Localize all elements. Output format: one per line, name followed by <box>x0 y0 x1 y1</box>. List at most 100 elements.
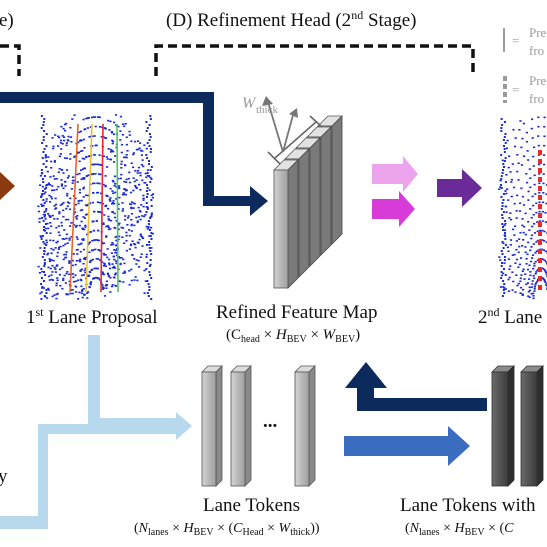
point <box>145 225 148 228</box>
point <box>121 227 125 229</box>
point <box>504 238 507 240</box>
point <box>42 163 45 165</box>
point <box>81 227 84 230</box>
point <box>117 208 120 210</box>
point <box>113 212 116 215</box>
point <box>66 177 69 179</box>
point <box>102 155 105 157</box>
point <box>41 270 44 273</box>
point <box>113 258 116 261</box>
point <box>145 253 148 256</box>
point <box>78 224 81 227</box>
point <box>53 160 56 162</box>
point <box>77 243 80 246</box>
point <box>113 202 116 205</box>
point <box>106 248 109 250</box>
point <box>106 272 109 275</box>
point <box>530 216 533 219</box>
point <box>50 247 53 250</box>
point <box>521 293 524 295</box>
point <box>82 238 85 240</box>
point <box>95 277 99 279</box>
point <box>502 272 505 275</box>
point <box>39 235 42 237</box>
point <box>47 183 50 186</box>
point <box>120 163 123 165</box>
point <box>63 139 66 142</box>
point <box>40 238 43 240</box>
point <box>521 218 524 220</box>
point <box>80 220 83 223</box>
point <box>96 201 99 203</box>
point <box>150 212 153 215</box>
point <box>52 239 55 242</box>
lane-tokens-stack <box>201 365 316 487</box>
point <box>509 171 512 173</box>
point <box>543 268 546 271</box>
point <box>58 136 61 139</box>
point <box>501 124 504 126</box>
lane-dash <box>538 150 542 155</box>
point <box>530 293 533 295</box>
point <box>532 165 535 167</box>
point <box>532 267 535 270</box>
point <box>542 278 546 281</box>
point <box>105 283 108 286</box>
stage-title: (D) Refinement Head (2nd Stage) <box>166 8 416 31</box>
point <box>56 218 59 220</box>
point <box>524 212 527 215</box>
point <box>43 188 46 190</box>
point <box>44 156 47 159</box>
point <box>92 192 95 194</box>
point <box>528 278 531 280</box>
point <box>101 288 104 290</box>
point <box>140 154 143 156</box>
point <box>149 151 152 153</box>
point <box>97 277 100 280</box>
point <box>97 239 100 241</box>
point <box>83 217 86 219</box>
point <box>503 262 506 264</box>
point <box>125 231 128 234</box>
point <box>85 194 88 197</box>
point <box>89 282 92 284</box>
point <box>128 130 131 133</box>
point <box>545 282 547 285</box>
point <box>521 137 524 140</box>
lane-dash <box>538 249 542 254</box>
point <box>536 230 539 233</box>
point <box>69 158 72 160</box>
point <box>65 144 68 147</box>
point <box>522 288 525 291</box>
point <box>139 218 142 221</box>
point <box>45 232 48 234</box>
point <box>520 187 523 190</box>
point <box>129 191 133 194</box>
point <box>535 211 538 214</box>
point <box>149 136 152 138</box>
point <box>49 232 52 234</box>
point <box>135 179 138 181</box>
point <box>45 200 48 203</box>
point <box>505 147 508 150</box>
point <box>54 208 57 210</box>
point <box>141 159 144 161</box>
point <box>543 135 546 138</box>
point <box>501 202 504 204</box>
point <box>82 178 86 180</box>
point <box>42 287 46 289</box>
point <box>148 244 151 246</box>
point <box>50 274 53 276</box>
point <box>42 121 45 123</box>
point <box>516 194 519 197</box>
point <box>542 163 546 166</box>
point <box>139 235 142 237</box>
point <box>533 146 536 149</box>
point <box>45 292 48 294</box>
point <box>508 268 511 270</box>
point <box>119 280 122 283</box>
point <box>510 181 513 183</box>
point <box>140 204 143 206</box>
point <box>531 137 534 139</box>
point <box>508 155 511 157</box>
